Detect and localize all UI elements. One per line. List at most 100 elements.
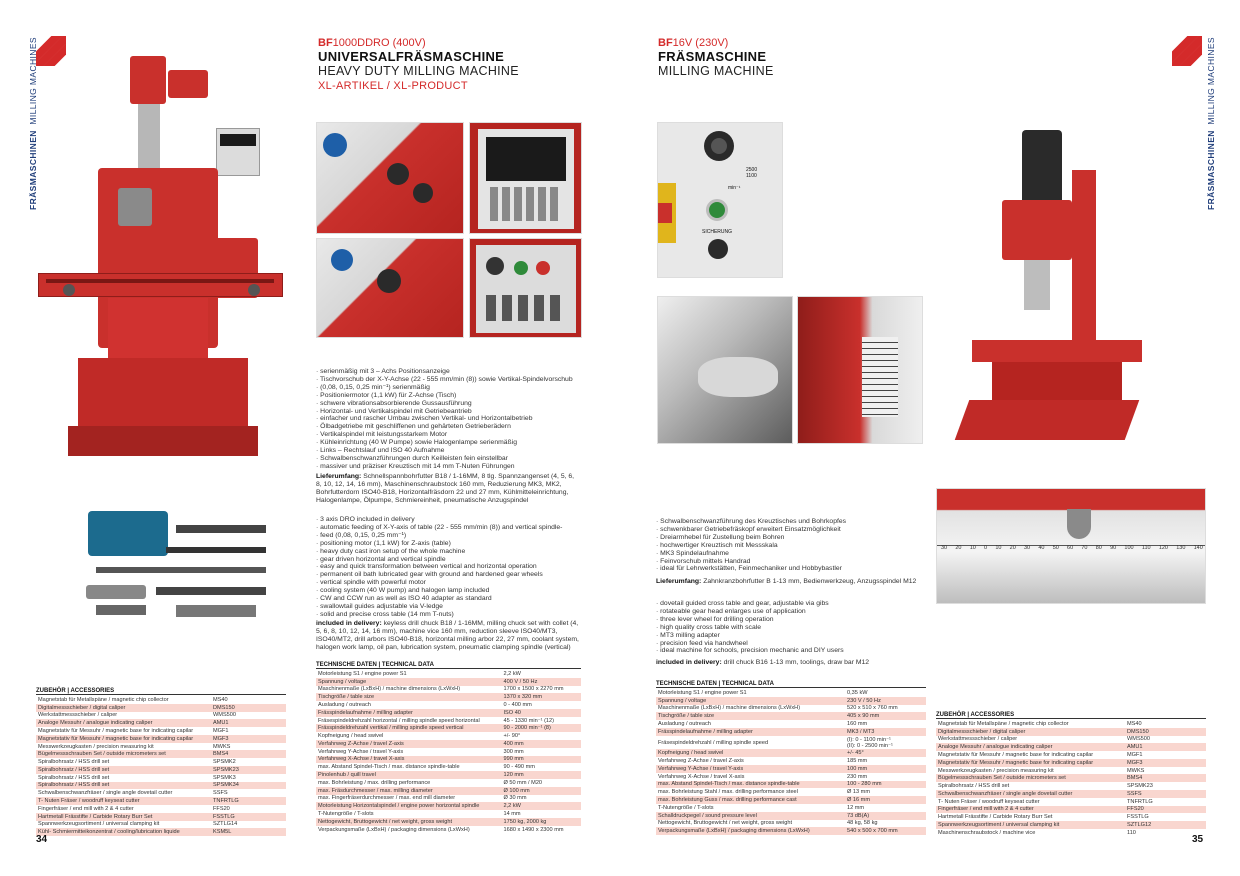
- table-row: T- Nuten Fräser / woodruff keyseat cutte…: [936, 798, 1206, 806]
- scale-number: 30: [1024, 545, 1031, 551]
- right-product-subtitle: MILLING MACHINE: [658, 64, 774, 78]
- right-features-de: Schwalbenschwanzführung des Kreuztisches…: [656, 518, 926, 573]
- table-row: max. Fingerfräserdurchmesser / max. end …: [316, 795, 581, 803]
- table-row: Verpackungsmaße (LxBxH) / packaging dime…: [656, 827, 926, 836]
- table-row: Messwerkzeugkasten / precision measuring…: [36, 743, 286, 751]
- row-label: Messwerkzeugkasten / precision measuring…: [38, 743, 154, 750]
- row-label: Ausladung / outreach: [318, 702, 371, 709]
- scale-number: 10: [995, 545, 1002, 551]
- row-label: max. Abstand Spindel-Tisch / max. distan…: [318, 764, 460, 771]
- right-scope-de: Lieferumfang: Zahnkranzbohrfutter B 1-13…: [656, 578, 917, 585]
- row-label: Magnetstab für Metallspäne / magnetic ch…: [938, 720, 1069, 727]
- row-label: Verfahrweg X-Achse / travel X-axis: [658, 773, 745, 780]
- row-label: Spannung / voltage: [656, 696, 845, 705]
- table-row: Fräsespindeldrehzahl / milling spindle s…: [656, 736, 926, 750]
- row-label: max. Bohrleistung / max. drilling perfor…: [318, 779, 431, 786]
- row-value: MGF1: [213, 728, 229, 735]
- table-row: Fingerfräser / end mill with 2 & 4 cutte…: [36, 805, 286, 813]
- row-value: MK3 / MT3: [845, 727, 926, 736]
- table-row: Nettogewicht, Bruttogewicht / net weight…: [656, 820, 926, 828]
- table-row: Hartmetall Frässtifte / Carbide Rotary B…: [36, 812, 286, 821]
- row-value: 230 V / 50 Hz: [845, 696, 926, 705]
- row-value: +/- 45°: [845, 749, 926, 758]
- row-value: SPSMK23: [1127, 783, 1153, 790]
- left-category-label: FRÄSMASCHINEN MILLING MACHINES: [28, 37, 38, 210]
- spindle-closeup-photo: [657, 296, 793, 444]
- right-product-code: BF16V (230V): [658, 37, 729, 49]
- row-label: Pinolenhub / quill travel: [316, 771, 502, 779]
- row-label: Verfahrweg Y-Achse / travel Y-axis: [656, 765, 845, 773]
- row-label: max. Fingerfräserdurchmesser / max. end …: [318, 795, 456, 802]
- scale-number: 130: [1176, 545, 1186, 551]
- table-row: Magnetstab für Metallspäne / magnetic ch…: [936, 720, 1206, 728]
- scale-number: 120: [1158, 545, 1168, 551]
- row-label: Nettogewicht, Bruttogewicht / net weight…: [658, 820, 793, 827]
- table-row: Kopfneigung / head swivel+/- 45°: [656, 749, 926, 758]
- dial-scale-photo: [797, 296, 923, 444]
- row-label: Verpackungsmaße (LxBxH) / packaging dime…: [656, 827, 845, 836]
- row-value: FSSTLG: [1127, 814, 1149, 821]
- scale-number: 80: [1095, 545, 1102, 551]
- row-value: 300 mm: [503, 748, 524, 755]
- row-label: Motorleistung S1 / engine power S1: [658, 689, 747, 696]
- bf16v-control-panel-photo: 2500 1100 min⁻¹ SICHERUNG: [657, 122, 783, 278]
- row-value: Ø 30 mm: [503, 795, 527, 802]
- row-value: 48 kg, 58 kg: [847, 820, 878, 827]
- row-value: MGF1: [1127, 752, 1143, 759]
- table-row: Fräsespindeldrehzahl horizontal / millin…: [316, 717, 581, 725]
- scale-number: 60: [1067, 545, 1074, 551]
- row-label: Bügelmessschrauben Set / outside microme…: [36, 750, 211, 759]
- left-product-title: UNIVERSALFRÄSMASCHINE: [318, 49, 505, 64]
- row-value: FSSTLG: [211, 812, 286, 821]
- row-label: Motorleistung Horizontalspindel / engine…: [316, 802, 502, 811]
- row-label: max. Bohrleistung Guss / max. drilling p…: [656, 796, 845, 804]
- row-label: Frässpindelaufnahme / milling adapter: [656, 727, 845, 736]
- table-row: Maschinenmaße (LxBxH) / machine dimensio…: [316, 686, 581, 694]
- row-label: Spannwerkzeugsortiment / universal clamp…: [38, 821, 160, 828]
- scale-number: 100: [1124, 545, 1134, 551]
- row-value: TNFRTLG: [1127, 798, 1153, 805]
- row-value: WMS500: [213, 712, 237, 719]
- row-value: 400 mm: [501, 740, 581, 748]
- row-value: 185 mm: [847, 758, 868, 765]
- scale-number: 30: [941, 545, 948, 551]
- table-row: Kühl- Schmiermitteikonzentrat / cooling/…: [36, 828, 286, 837]
- row-value: MWKS: [213, 743, 231, 750]
- row-label: Fräsespindeldrehzahl / milling spindle s…: [658, 739, 769, 746]
- row-value: 0,35 kW: [847, 689, 868, 696]
- right-features-en: dovetail guided cross table and gear, ad…: [656, 600, 926, 655]
- table-row: max. Abstand Spindel-Tisch / max. distan…: [316, 763, 581, 771]
- left-features-de: serienmäßig mit 3 – Achs Positionsanzeig…: [316, 368, 581, 471]
- scale-number: 0: [984, 545, 988, 551]
- row-label: Motorleistung S1 / engine power S1: [318, 670, 407, 677]
- dro-panel-photo: [469, 122, 582, 234]
- row-value: 990 mm: [501, 755, 581, 764]
- table-row: Bügelmessschrauben Set / outside microme…: [36, 750, 286, 759]
- row-label: Nettogewicht, Bruttogewicht / net weight…: [316, 817, 502, 826]
- table-row: Bügelmessschrauben Set / outside microme…: [936, 774, 1206, 783]
- table-row: Motorleistung Horizontalspindel / engine…: [316, 802, 581, 811]
- row-label: Verfahrweg Z-Achse / travel Z-axis: [658, 758, 744, 765]
- row-label: Magnetstativ für Messuhr / magnetic base…: [938, 752, 1094, 759]
- row-label: Spannwerkzeugsortiment / universal clamp…: [936, 821, 1125, 829]
- row-value: SZTLG12: [1125, 821, 1206, 829]
- row-value: FFS20: [1125, 805, 1206, 814]
- row-label: Maschinenmaße (LxBxH) / machine dimensio…: [318, 686, 461, 693]
- table-row: max. Bohrleistung Guss / max. drilling p…: [656, 796, 926, 804]
- sicherung-label: SICHERUNG: [702, 229, 733, 235]
- row-label: Messwerkzeugkasten / precision measuring…: [938, 767, 1054, 774]
